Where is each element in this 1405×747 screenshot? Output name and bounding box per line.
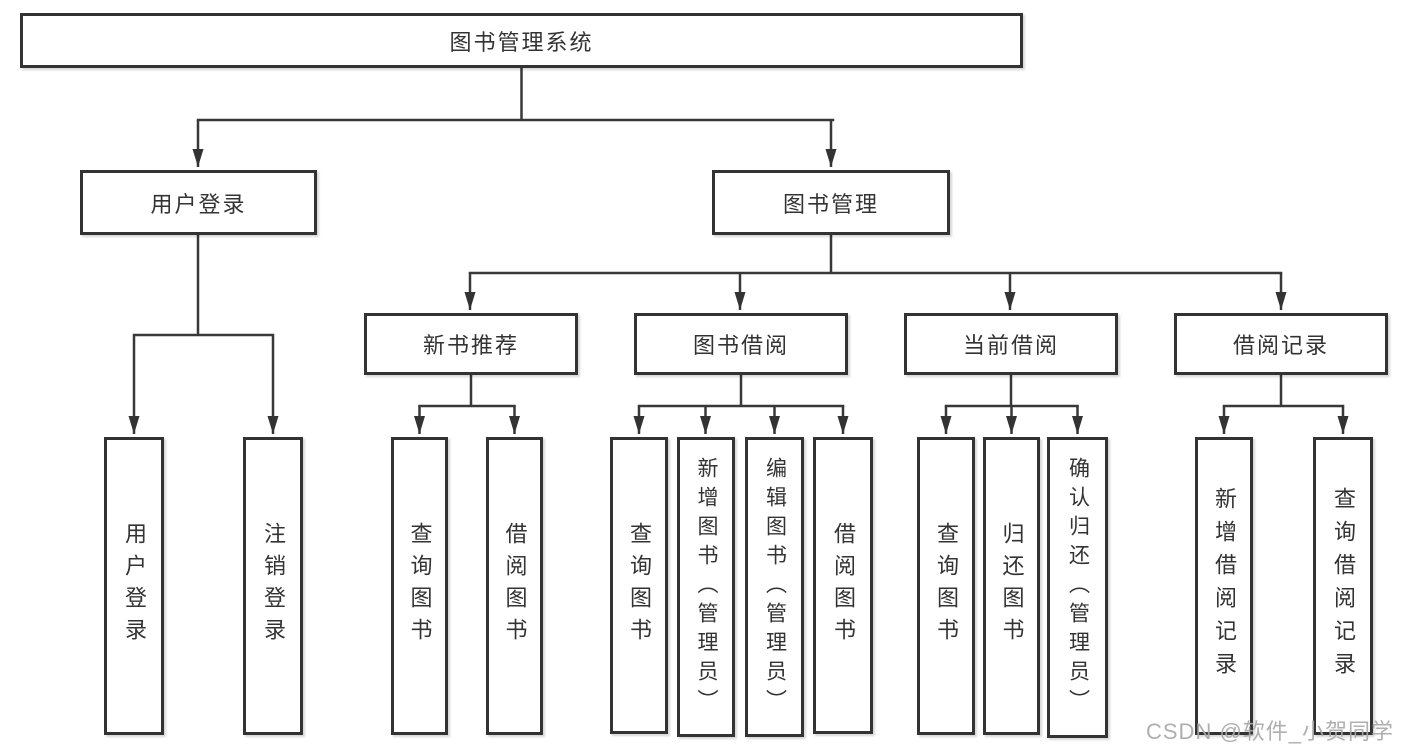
node-new-book-recommend: 新书推荐 (364, 313, 578, 375)
leaf-edit-books-admin: 编辑图书（管理员） (745, 437, 804, 737)
node-current-borrow: 当前借阅 (904, 313, 1118, 375)
leaf-borrow-books: 借阅图书 (813, 437, 873, 734)
leaf-query-borrow-record: 查询借阅记录 (1313, 437, 1373, 735)
leaf-query-books-recommend: 查询图书 (391, 437, 448, 735)
leaf-label: 借阅图书 (502, 522, 528, 650)
node-user-login: 用户登录 (80, 170, 317, 235)
leaf-add-books-admin: 新增图书（管理员） (677, 437, 735, 737)
node-label: 借阅记录 (1232, 333, 1329, 358)
node-label: 用户登录 (150, 191, 247, 217)
leaf-add-borrow-record: 新增借阅记录 (1195, 437, 1253, 735)
leaf-label: 用户登录 (122, 522, 147, 650)
leaf-label: 查询图书 (407, 522, 433, 650)
leaf-label: 查询借阅记录 (1331, 487, 1356, 685)
leaf-label: 确认归还（管理员） (1066, 457, 1090, 718)
leaf-label: 借阅图书 (831, 521, 856, 650)
leaf-label: 查询图书 (627, 521, 652, 650)
node-label: 新书推荐 (422, 333, 519, 358)
leaf-label: 新增图书（管理员） (695, 456, 718, 718)
leaf-user-login: 用户登录 (104, 437, 164, 735)
leaf-label: 归还图书 (999, 522, 1025, 650)
leaf-label: 新增借阅记录 (1212, 487, 1237, 685)
node-book-borrow: 图书借阅 (634, 313, 848, 375)
node-label: 图书管理系统 (449, 29, 594, 55)
node-book-management: 图书管理 (712, 170, 950, 235)
leaf-borrow-books-recommend: 借阅图书 (486, 437, 543, 735)
node-label: 图书管理 (782, 191, 879, 217)
node-borrow-records: 借阅记录 (1174, 313, 1388, 375)
node-library-system: 图书管理系统 (20, 13, 1023, 68)
leaf-label: 编辑图书（管理员） (763, 456, 787, 718)
leaf-query-books-current: 查询图书 (917, 437, 975, 735)
csdn-watermark: CSDN @软件_小贺同学 (1146, 719, 1395, 744)
node-label: 图书借阅 (692, 333, 789, 358)
leaf-confirm-return-admin: 确认归还（管理员） (1047, 437, 1108, 738)
leaf-label: 查询图书 (934, 522, 959, 650)
leaf-query-books-borrow: 查询图书 (610, 437, 668, 734)
leaf-label: 注销登录 (261, 522, 286, 650)
leaf-logout: 注销登录 (243, 437, 303, 735)
leaf-return-books: 归还图书 (983, 437, 1040, 735)
node-label: 当前借阅 (962, 333, 1059, 358)
